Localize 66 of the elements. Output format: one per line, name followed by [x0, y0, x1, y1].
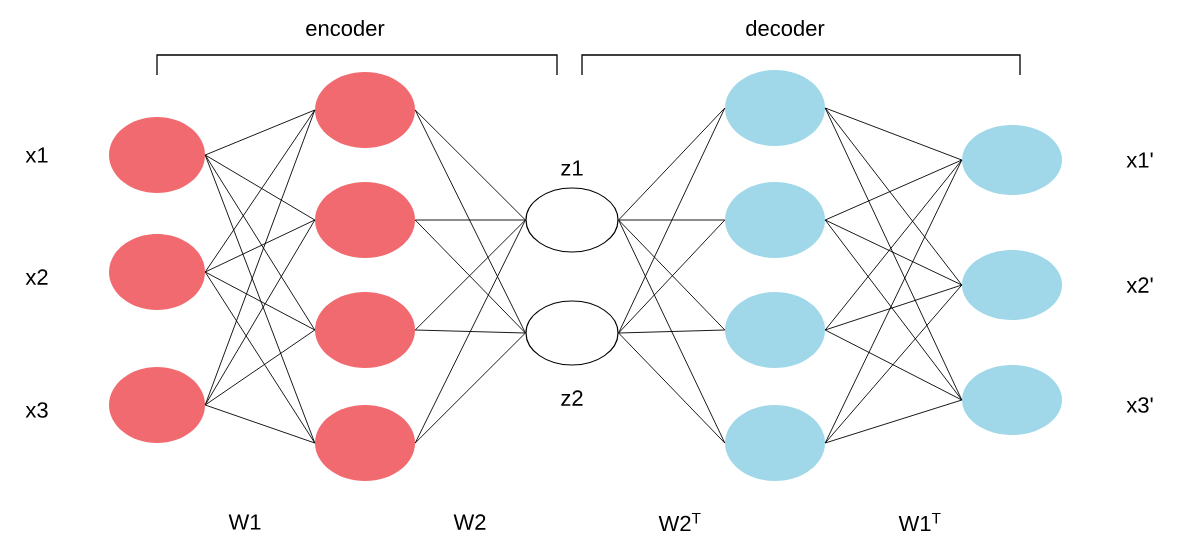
- node-label: z1: [561, 160, 583, 176]
- connection-line: [824, 107, 963, 161]
- neuron-circle: [109, 117, 205, 193]
- weight-label: W1$^{T}$: [898, 512, 941, 532]
- connection-line: [824, 159, 963, 331]
- neuron-circle: [962, 125, 1062, 195]
- neuron-circle: [315, 405, 415, 481]
- connection-line: [618, 219, 726, 444]
- node-label: x2: [25, 269, 48, 285]
- connection-line: [824, 284, 963, 331]
- weight-label: W1: [228, 514, 261, 530]
- connection-line: [618, 107, 726, 221]
- neuron-circle: [725, 70, 825, 146]
- connection-line: [204, 109, 316, 156]
- neuron-circle: [962, 365, 1062, 435]
- neuron-circle: [525, 300, 619, 366]
- section-label: decoder: [746, 19, 825, 37]
- connection-line: [824, 219, 963, 401]
- connection-line: [414, 219, 526, 221]
- neuron-circle: [109, 367, 205, 443]
- connection-line: [824, 159, 963, 221]
- connection-line: [204, 154, 316, 331]
- neuron-circle: [525, 187, 619, 253]
- neuron-circle: [315, 182, 415, 258]
- connection-line: [824, 159, 963, 444]
- neuron-circle: [315, 292, 415, 368]
- connection-line: [824, 219, 963, 286]
- connection-line: [824, 284, 963, 444]
- connection-line: [204, 404, 316, 444]
- connection-line: [204, 154, 316, 444]
- connection-line: [824, 329, 963, 401]
- neuron-circle: [725, 182, 825, 258]
- connection-line: [618, 107, 726, 334]
- neuron-circle: [725, 405, 825, 481]
- connection-line: [204, 154, 316, 221]
- connection-line: [204, 219, 316, 273]
- connection-line: [204, 219, 316, 406]
- neuron-circle: [109, 234, 205, 310]
- connection-line: [414, 332, 526, 444]
- connection-line: [204, 271, 316, 444]
- weight-label: W2: [453, 514, 486, 530]
- connection-line: [618, 332, 726, 444]
- node-label: x2': [1126, 277, 1153, 293]
- connection-line: [618, 219, 726, 221]
- weight-label: W2$^{T}$: [658, 512, 701, 532]
- connection-line: [414, 109, 526, 221]
- connection-line: [204, 109, 316, 406]
- section-label: encoder: [306, 19, 385, 37]
- connection-line: [414, 329, 526, 334]
- connection-line: [824, 399, 963, 444]
- connection-line: [204, 329, 316, 406]
- node-label: z2: [561, 390, 583, 406]
- connection-line: [414, 219, 526, 444]
- node-label: x3': [1126, 397, 1153, 413]
- neuron-circle: [725, 292, 825, 368]
- node-label: x1': [1126, 152, 1153, 168]
- node-label: x3: [25, 402, 48, 418]
- connection-line: [414, 109, 526, 334]
- node-label: x1: [25, 147, 48, 163]
- connection-line: [618, 329, 726, 334]
- connection-line: [824, 107, 963, 286]
- connection-line: [204, 109, 316, 273]
- connection-line: [824, 107, 963, 401]
- neuron-circle: [315, 72, 415, 148]
- neuron-circle: [962, 250, 1062, 320]
- connection-line: [204, 271, 316, 331]
